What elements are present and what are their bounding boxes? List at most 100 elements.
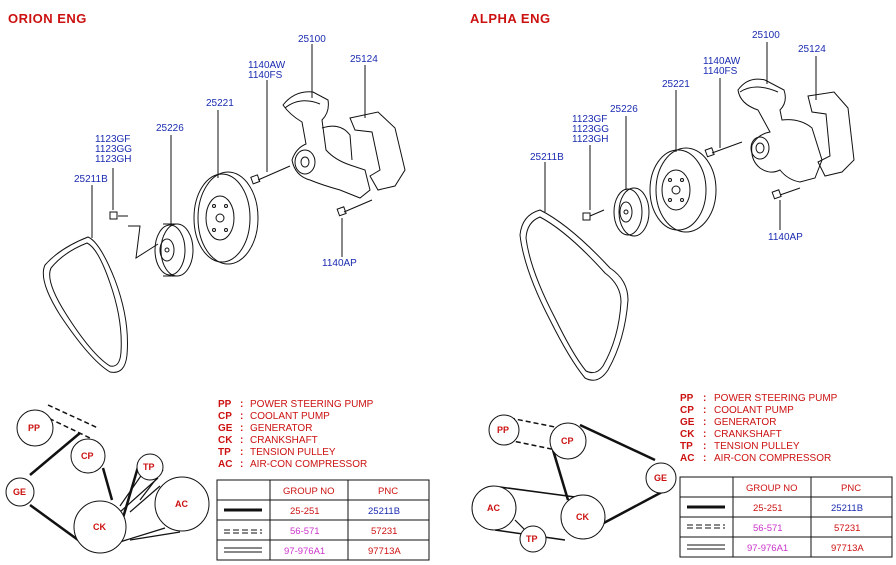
pulley-tp-right: TP [526,534,538,544]
legend-desc: CRANKSHAFT [714,429,782,440]
alpha-legend: PP : POWER STEERING PUMP CP : COOLANT PU… [680,393,838,464]
legend-desc: CRANKSHAFT [250,435,318,446]
orion-gasket [349,111,406,191]
legend-sep: : [240,459,243,470]
legend-desc: TENSION PULLEY [714,441,800,452]
legend-sep: : [240,423,243,434]
legend-sep: : [240,447,243,458]
table-group: 97-976A1 [747,543,788,554]
alpha-pulley-25226 [613,187,650,237]
table-group: 25-251 [753,503,783,514]
orion-pulley-25226 [154,223,194,277]
legend-sep: : [703,417,706,428]
table-header-group: GROUP NO [746,483,798,494]
legend-desc: GENERATOR [250,423,312,434]
legend-code: CK [218,435,233,446]
table-header-pnc: PNC [378,486,398,497]
orion-leaders [91,44,366,259]
alpha-bolts [582,141,801,221]
table-pnc: 57231 [834,523,860,534]
alpha-exploded-view: 25100 25124 1140AW 1140FS 25221 25226 11… [519,30,855,381]
label-1123gf: 1123GF [572,114,607,125]
legend-desc: POWER STEERING PUMP [250,399,374,410]
legend-code: TP [680,441,693,452]
legend-desc: COOLANT PUMP [250,411,330,422]
orion-belt-routing: PP CP GE TP AC CK [5,404,210,554]
label-25221: 25221 [662,79,690,90]
legend-sep: : [240,399,243,410]
legend-code: AC [680,453,694,464]
pulley-pp-left: PP [28,423,40,433]
pulley-tp-left: TP [143,462,155,472]
legend-code: TP [218,447,231,458]
legend-code: CK [680,429,695,440]
pulley-ge-left: GE [13,487,26,497]
label-1140fs: 1140FS [248,70,283,81]
alpha-leaders [544,42,817,230]
legend-sep: : [703,453,706,464]
alpha-v-belt [519,209,629,381]
label-1123gg: 1123GG [95,144,132,155]
pulley-cp-right: CP [561,436,574,446]
label-1140fs: 1140FS [703,66,738,77]
legend-code: AC [218,459,232,470]
legend-code: GE [218,423,233,434]
legend-code: PP [680,393,694,404]
label-1140aw: 1140AW [703,56,741,67]
alpha-eng-title: ALPHA ENG [470,11,551,26]
table-pnc: 25211B [368,506,400,517]
pulley-ge-right: GE [654,473,667,483]
label-1123gf: 1123GF [95,134,130,145]
label-25221: 25221 [206,98,234,109]
table-group: 25-251 [290,506,320,517]
label-1123gh: 1123GH [95,154,132,165]
label-1140ap: 1140AP [768,232,803,243]
legend-code: CP [218,411,232,422]
pulley-ac-right: AC [487,503,500,513]
legend-sep: : [240,411,243,422]
table-group: 56-571 [753,523,783,534]
alpha-parts-table: GROUP NO PNC 25-251 25211B 56-571 57231 … [679,476,893,558]
orion-legend: PP : POWER STEERING PUMP CP : COOLANT PU… [218,399,374,470]
legend-sep: : [240,435,243,446]
legend-desc: TENSION PULLEY [250,447,336,458]
legend-desc: GENERATOR [714,417,776,428]
label-25100: 25100 [752,30,780,41]
label-25124: 25124 [350,54,378,65]
table-header-group: GROUP NO [283,486,335,497]
legend-sep: : [703,429,706,440]
legend-desc: COOLANT PUMP [714,405,794,416]
orion-eng-title: ORION ENG [8,11,87,26]
orion-water-pump [282,91,371,199]
table-group: 56-571 [290,526,320,537]
orion-parts-table: GROUP NO PNC 25-251 25211B 56-571 57231 … [216,479,430,561]
label-25226: 25226 [156,123,184,134]
label-1140aw: 1140AW [248,60,286,71]
table-group: 97-976A1 [284,546,325,557]
label-25100: 25100 [298,34,326,45]
label-25211b: 25211B [530,152,564,163]
orion-bolts [109,165,373,220]
label-25226: 25226 [610,104,638,115]
legend-code: CP [680,405,694,416]
legend-sep: : [703,393,706,404]
pulley-ck-right: CK [576,512,589,522]
alpha-water-pump [737,78,823,183]
legend-sep: : [703,441,706,452]
orion-pulley-25221 [193,171,259,265]
pulley-ac-left: AC [175,499,188,509]
pulley-pp-right: PP [497,425,509,435]
label-25124: 25124 [798,44,826,55]
label-1123gg: 1123GG [572,124,609,135]
legend-sep: : [703,405,706,416]
label-25211b: 25211B [74,174,108,185]
legend-desc: POWER STEERING PUMP [714,393,838,404]
table-pnc: 57231 [371,526,397,537]
table-header-pnc: PNC [841,483,861,494]
orion-exploded-view: 25100 25124 1140AW 1140FS 25221 25226 11… [42,34,406,373]
legend-desc: AIR-CON COMPRESSOR [250,459,367,470]
alpha-gasket [807,91,855,177]
pulley-cp-left: CP [81,451,94,461]
table-pnc: 97713A [368,546,401,557]
